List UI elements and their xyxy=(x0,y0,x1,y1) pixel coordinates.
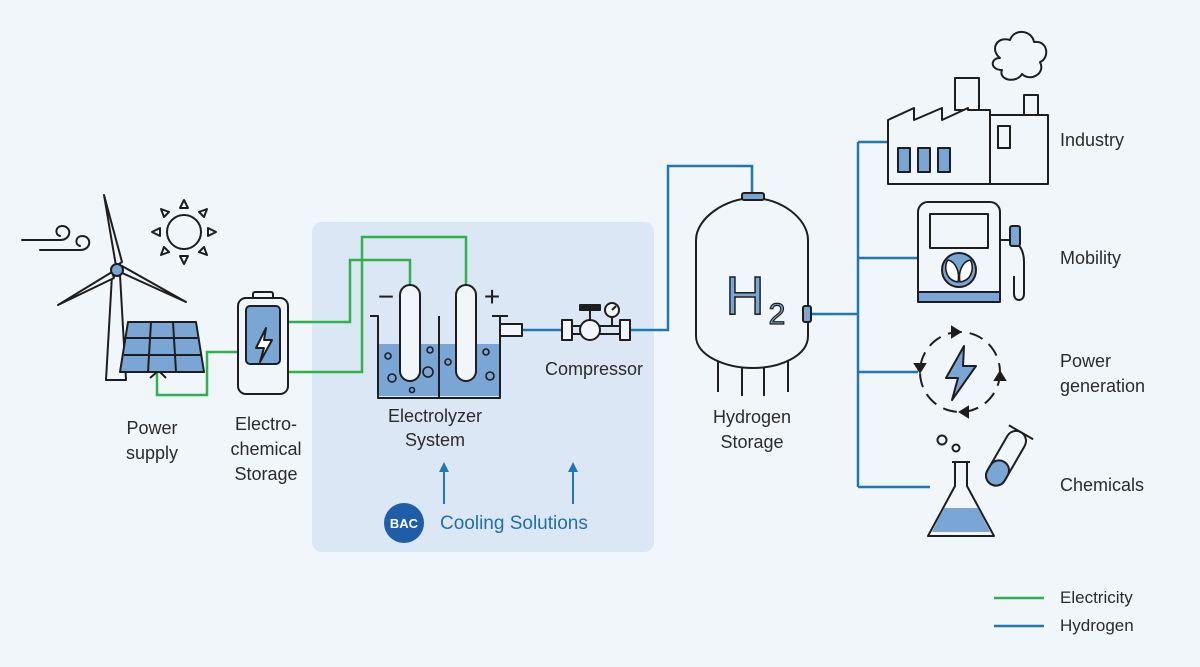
electricity-line-power-to-battery xyxy=(155,350,238,397)
battery-icon xyxy=(237,291,289,395)
wind-turbine-icon xyxy=(57,194,187,381)
bac-logo-text: BAC xyxy=(390,516,419,531)
fuel-pump-icon xyxy=(917,201,1025,303)
tank-h-label: H xyxy=(726,266,765,326)
label-industry: Industry xyxy=(1060,130,1125,150)
label-mobility: Mobility xyxy=(1060,248,1122,268)
legend-label-electricity: Electricity xyxy=(1060,588,1133,607)
solar-panel-icon xyxy=(119,321,205,379)
electrolyzer-icon xyxy=(370,284,523,399)
compressor-valve-icon xyxy=(561,302,631,341)
electricity-line-battery-to-electrolyzer-top xyxy=(288,258,412,324)
label-electrolyzer-system: Electrolyzer System xyxy=(387,406,483,450)
hydrogen-line-compressor-to-tank xyxy=(630,164,754,332)
electrolyzer-minus-sign: − xyxy=(378,281,394,312)
electricity-line-battery-to-electrolyzer-bottom xyxy=(288,235,468,374)
electrolyzer-plus-sign: + xyxy=(484,281,500,312)
sun-icon xyxy=(151,199,217,265)
label-hydrogen-storage: Hydrogen Storage xyxy=(712,407,792,452)
power-cycle-icon xyxy=(913,325,1007,419)
electricity-lines xyxy=(155,235,468,397)
hydrogen-lines xyxy=(522,140,930,489)
legend-label-hydrogen: Hydrogen xyxy=(1060,616,1134,635)
tank-subscript-label: 2 xyxy=(769,298,786,331)
label-electrochemical-storage: Electro- chemical Storage xyxy=(230,414,302,484)
legend-lines xyxy=(994,596,1044,628)
label-power-supply: Power supply xyxy=(125,418,179,463)
flask-icon xyxy=(927,424,1034,537)
factory-icon xyxy=(887,31,1049,185)
cooling-arrows xyxy=(439,462,578,504)
bac-logo-icon: BAC xyxy=(384,503,424,543)
wind-gust-icon xyxy=(21,224,91,251)
label-compressor: Compressor xyxy=(544,359,644,379)
hydrogen-tank-icon xyxy=(695,192,812,396)
label-chemicals: Chemicals xyxy=(1060,475,1145,495)
label-power-generation: Power generation xyxy=(1060,351,1146,396)
label-cooling-solutions: Cooling Solutions xyxy=(440,513,588,534)
